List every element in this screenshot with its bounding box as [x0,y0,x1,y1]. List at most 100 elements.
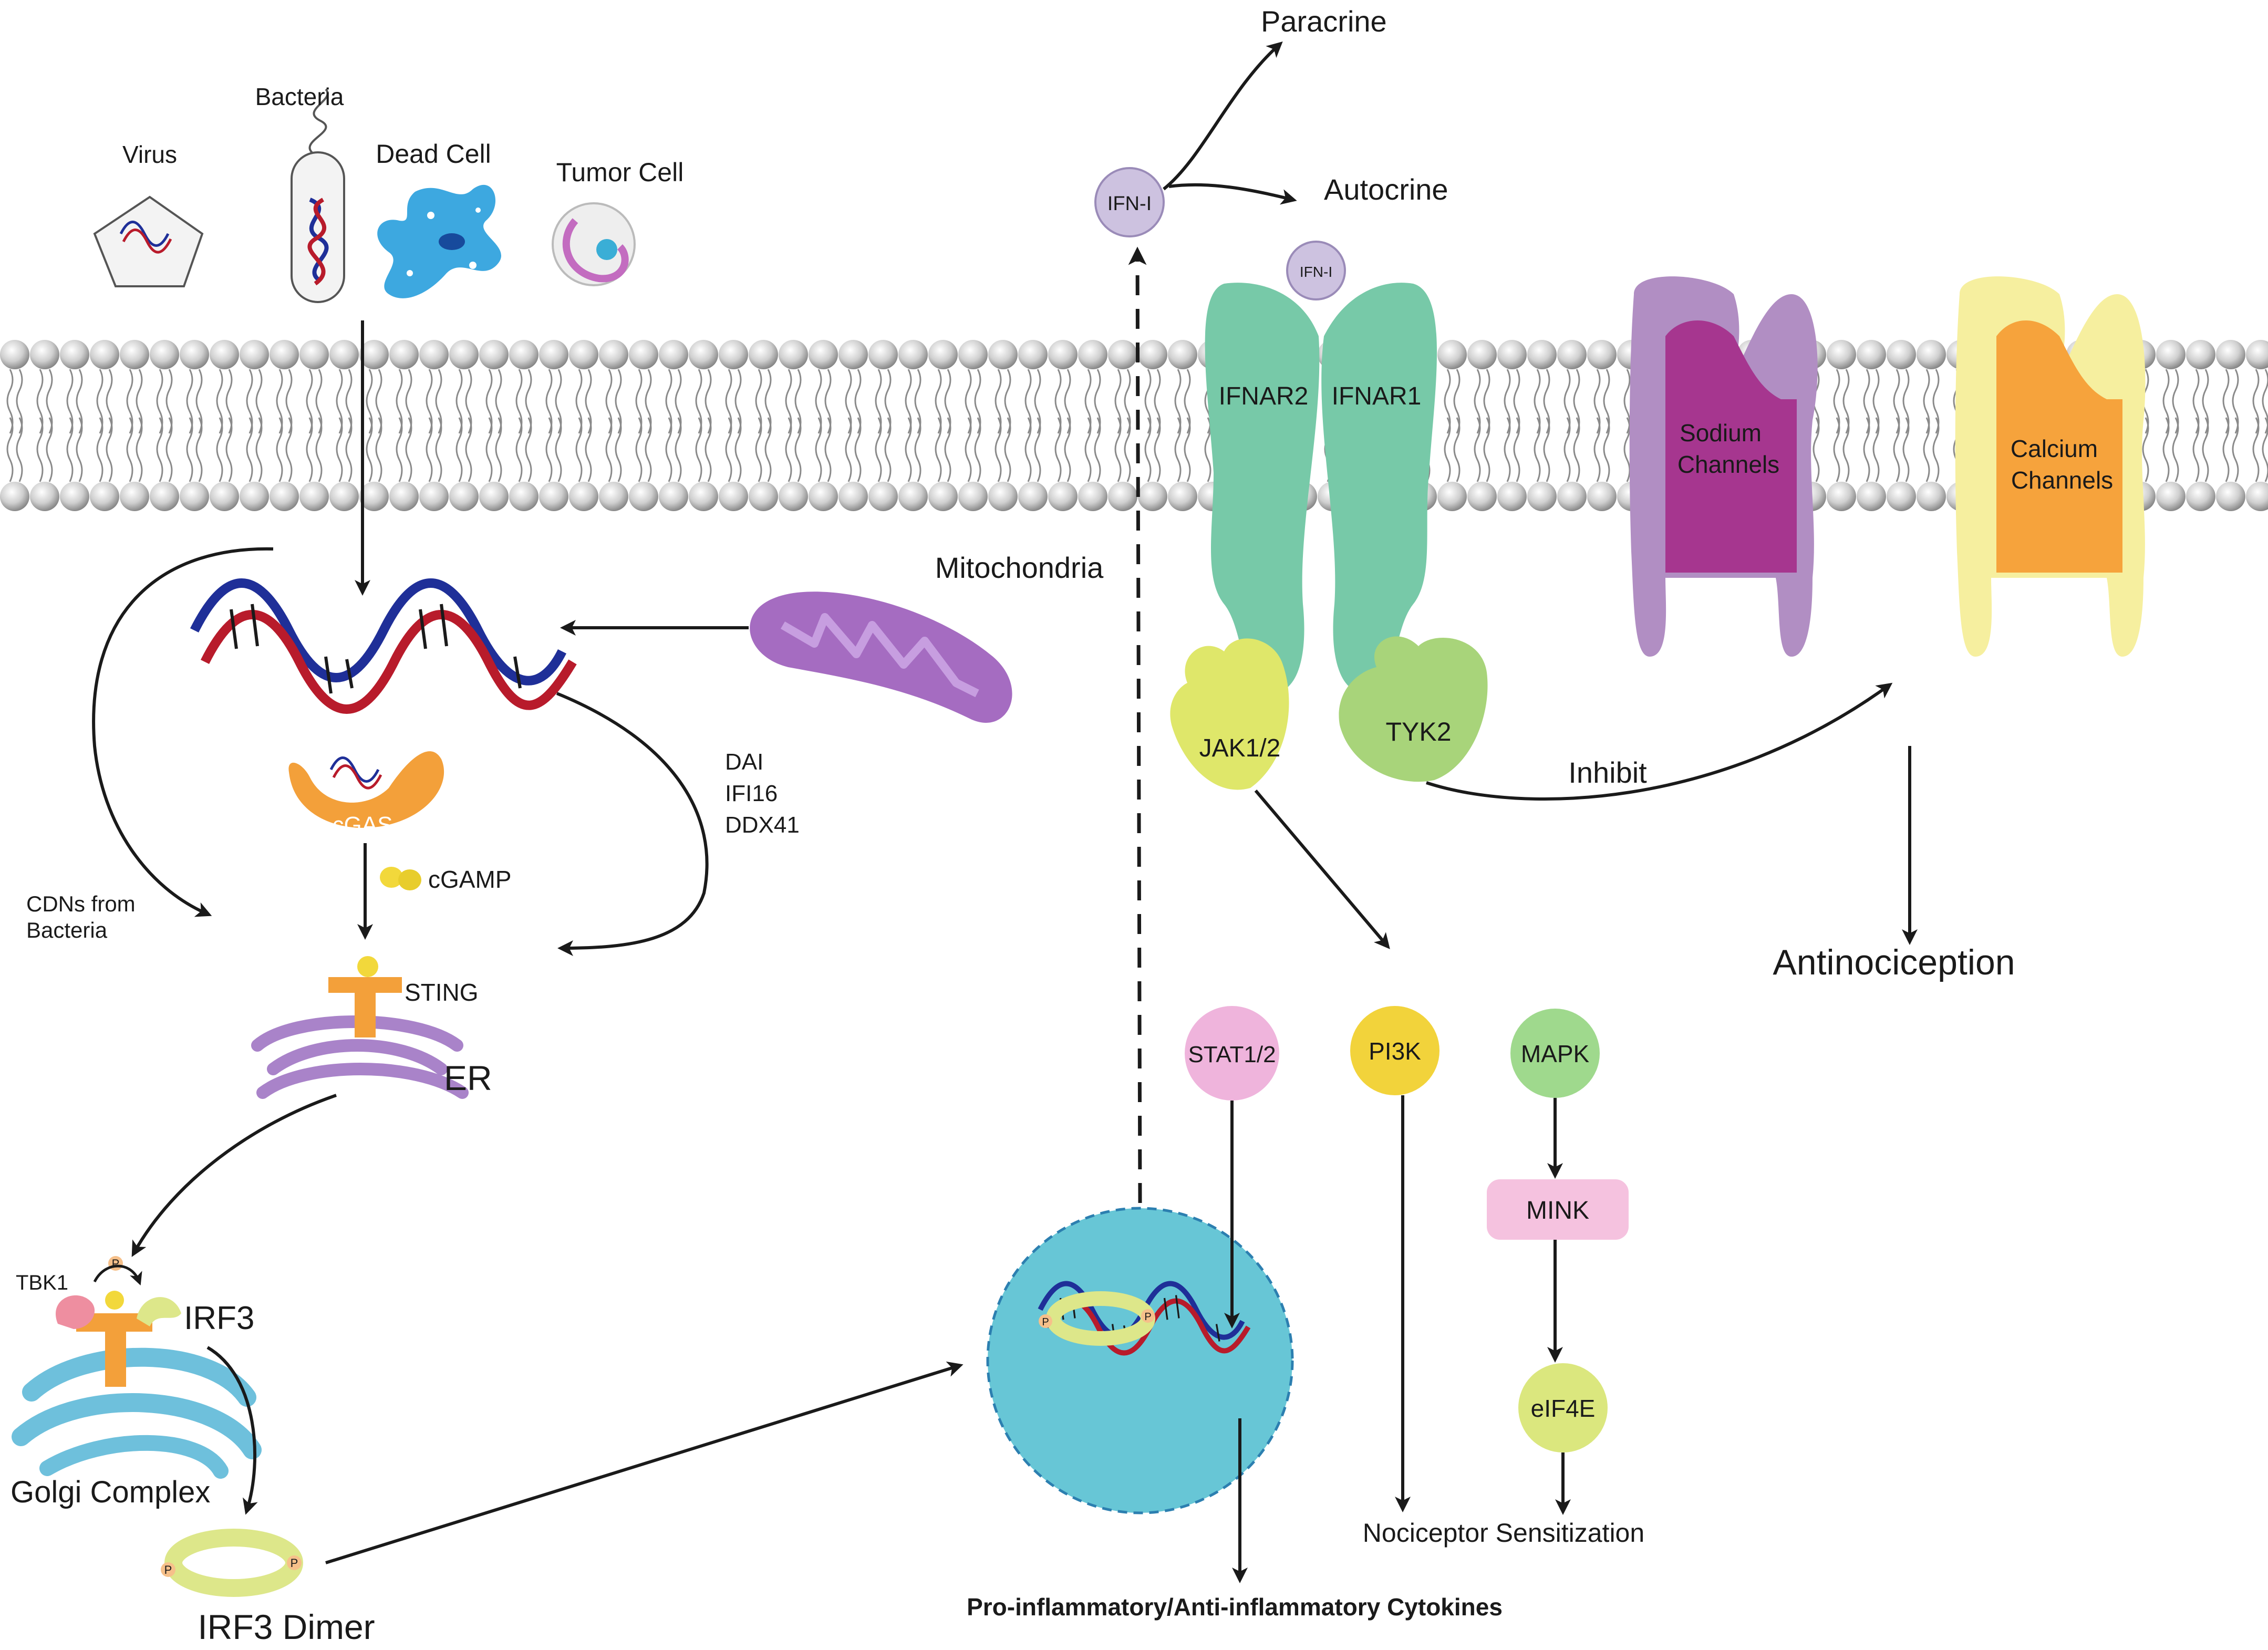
lipid-head [240,340,269,369]
lipid-head [1437,340,1467,369]
lipid-head [809,340,838,369]
lipid-head [539,340,568,369]
lipid-head [599,340,628,369]
cdns-label-2: Bacteria [26,918,108,942]
lipid-head [180,340,209,369]
lipid-head [509,482,538,511]
golgi-complex: P TBK1 IRF3 Golgi Complex [11,1256,262,1509]
stat12: STAT1/2 [1185,1006,1279,1101]
lipid-head [1587,340,1617,369]
ddx41-label: DDX41 [725,812,800,838]
lipid-head [1917,482,1946,511]
lipid-head [958,340,988,369]
lipid-head [569,482,598,511]
lipid-head [838,340,868,369]
ifn-i-bound: IFN-I [1286,241,1346,300]
lipid-head [479,482,509,511]
lipid-head [180,482,209,511]
lipid-head [988,340,1018,369]
cdns-label-1: CDNs from [26,891,136,916]
lipid-head [1917,340,1946,369]
lipid-head [270,482,299,511]
irf3-dimer: P P IRF3 Dimer [161,1529,375,1646]
cell-membrane [0,340,2268,511]
lipid-head [689,340,718,369]
arrow-dna-to-sting [556,692,709,956]
ifn-i-label: IFN-I [1107,193,1152,215]
dead-cell: Dead Cell [376,139,502,298]
lipid-head [150,340,179,369]
lipid-head [988,482,1018,511]
lipid-head [1857,340,1886,369]
lipid-head [1048,340,1078,369]
lipid-head [449,340,479,369]
lipid-head [479,340,509,369]
lipid-head [1138,482,1167,511]
arrow-ifn-autocrine [1168,183,1297,205]
lipid-head [1887,340,1916,369]
sodium-label-1: Sodium [1680,419,1762,447]
autocrine-label: Autocrine [1324,173,1448,206]
lipid-head [1018,482,1048,511]
mitochondria: Mitochondria [750,551,1104,723]
lipid-head [90,482,119,511]
lipid-head [270,340,299,369]
lipid-head [1527,340,1557,369]
lipid-head [868,482,898,511]
lipid-head [359,340,389,369]
cytokines-label: Pro-inflammatory/Anti-inflammatory Cytok… [967,1593,1503,1621]
irf3-label: IRF3 [184,1300,254,1336]
lipid-head [0,340,29,369]
phospho-label-tbk1: P [112,1257,120,1270]
svg-text:P: P [1144,1311,1151,1323]
sodium-label-2: Channels [1677,451,1779,478]
ifi16-label: IFI16 [725,781,778,806]
arrow-tyk2-inhibit [1426,682,1893,801]
calcium-label-2: Channels [2011,466,2113,494]
svg-text:P: P [164,1563,172,1576]
lipid-head [299,482,329,511]
lipid-head [1138,340,1167,369]
tyk2-label: TYK2 [1385,717,1451,746]
lipid-head [1437,482,1467,511]
jak12: JAK1/2 [1170,638,1289,790]
lipid-head [329,482,359,511]
lipid-head [2156,340,2186,369]
inhibit-label: Inhibit [1568,756,1647,789]
lipid-head [719,482,748,511]
lipid-head [1467,482,1497,511]
lipid-head [1827,340,1856,369]
bacteria: Bacteria [255,83,345,303]
lipid-head [0,482,29,511]
cgamp-label: cGAMP [428,866,511,893]
lipid-head [60,340,89,369]
tumor-cell: Tumor Cell [552,158,684,286]
mink: MINK [1487,1179,1629,1240]
lipid-head [120,482,149,511]
mapk: MAPK [1510,1009,1600,1098]
mitochondria-label: Mitochondria [935,551,1104,584]
lipid-head [389,340,419,369]
lipid-head [1557,340,1587,369]
ifnar2-label: IFNAR2 [1219,382,1309,410]
lipid-head [1887,482,1916,511]
lipid-head [898,482,928,511]
lipid-head [749,340,778,369]
mink-label: MINK [1526,1197,1589,1224]
lipid-head [1497,340,1527,369]
lipid-head [240,482,269,511]
nociceptor-label: Nociceptor Sensitization [1363,1518,1644,1548]
lipid-head [419,340,449,369]
lipid-head [1018,340,1048,369]
lipid-head [1108,340,1137,369]
lipid-head [1168,482,1197,511]
lipid-head [689,482,718,511]
tumor-cell-label: Tumor Cell [556,158,684,187]
eif4e-label: eIF4E [1531,1395,1596,1422]
lipid-head [1587,482,1617,511]
er-label: ER [444,1059,492,1097]
lipid-head [719,340,748,369]
nucleus: P P [986,1207,1294,1514]
virus-label: Virus [122,141,177,168]
eif4e: eIF4E [1518,1363,1608,1452]
